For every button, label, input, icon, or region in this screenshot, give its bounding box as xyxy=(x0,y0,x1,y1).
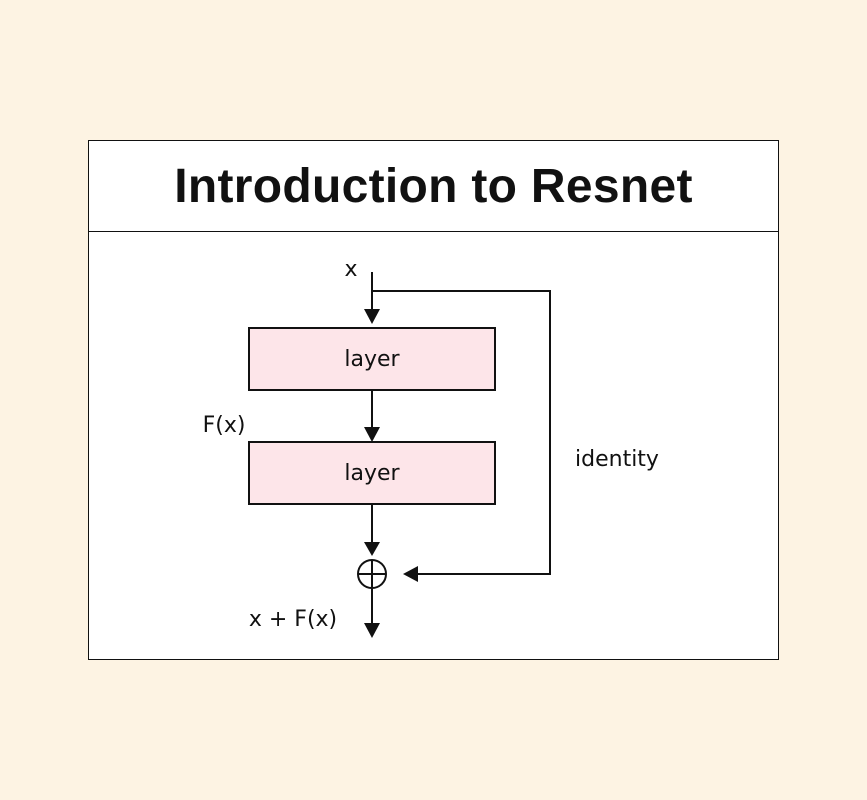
identity-arrowhead xyxy=(403,566,418,582)
identity-skip-connection xyxy=(372,290,551,575)
output-arrowhead xyxy=(364,623,380,638)
layer-label-1: layer xyxy=(344,347,400,372)
layer-box-2 xyxy=(248,441,496,505)
input-arrowhead xyxy=(364,309,380,324)
plus-circle-icon xyxy=(357,559,387,589)
identity-label: identity xyxy=(575,447,659,472)
page-title: Introduction to Resnet xyxy=(174,159,693,213)
to-add-arrowhead xyxy=(364,542,380,556)
connector-arrowhead xyxy=(364,427,380,442)
title-bar: Introduction to Resnet xyxy=(89,141,778,232)
layer-box-1 xyxy=(248,327,496,391)
fx-label: F(x) xyxy=(203,413,246,438)
layer-label-2: layer xyxy=(344,461,400,486)
input-label: x xyxy=(344,257,357,282)
output-label: x + F(x) xyxy=(249,607,337,632)
